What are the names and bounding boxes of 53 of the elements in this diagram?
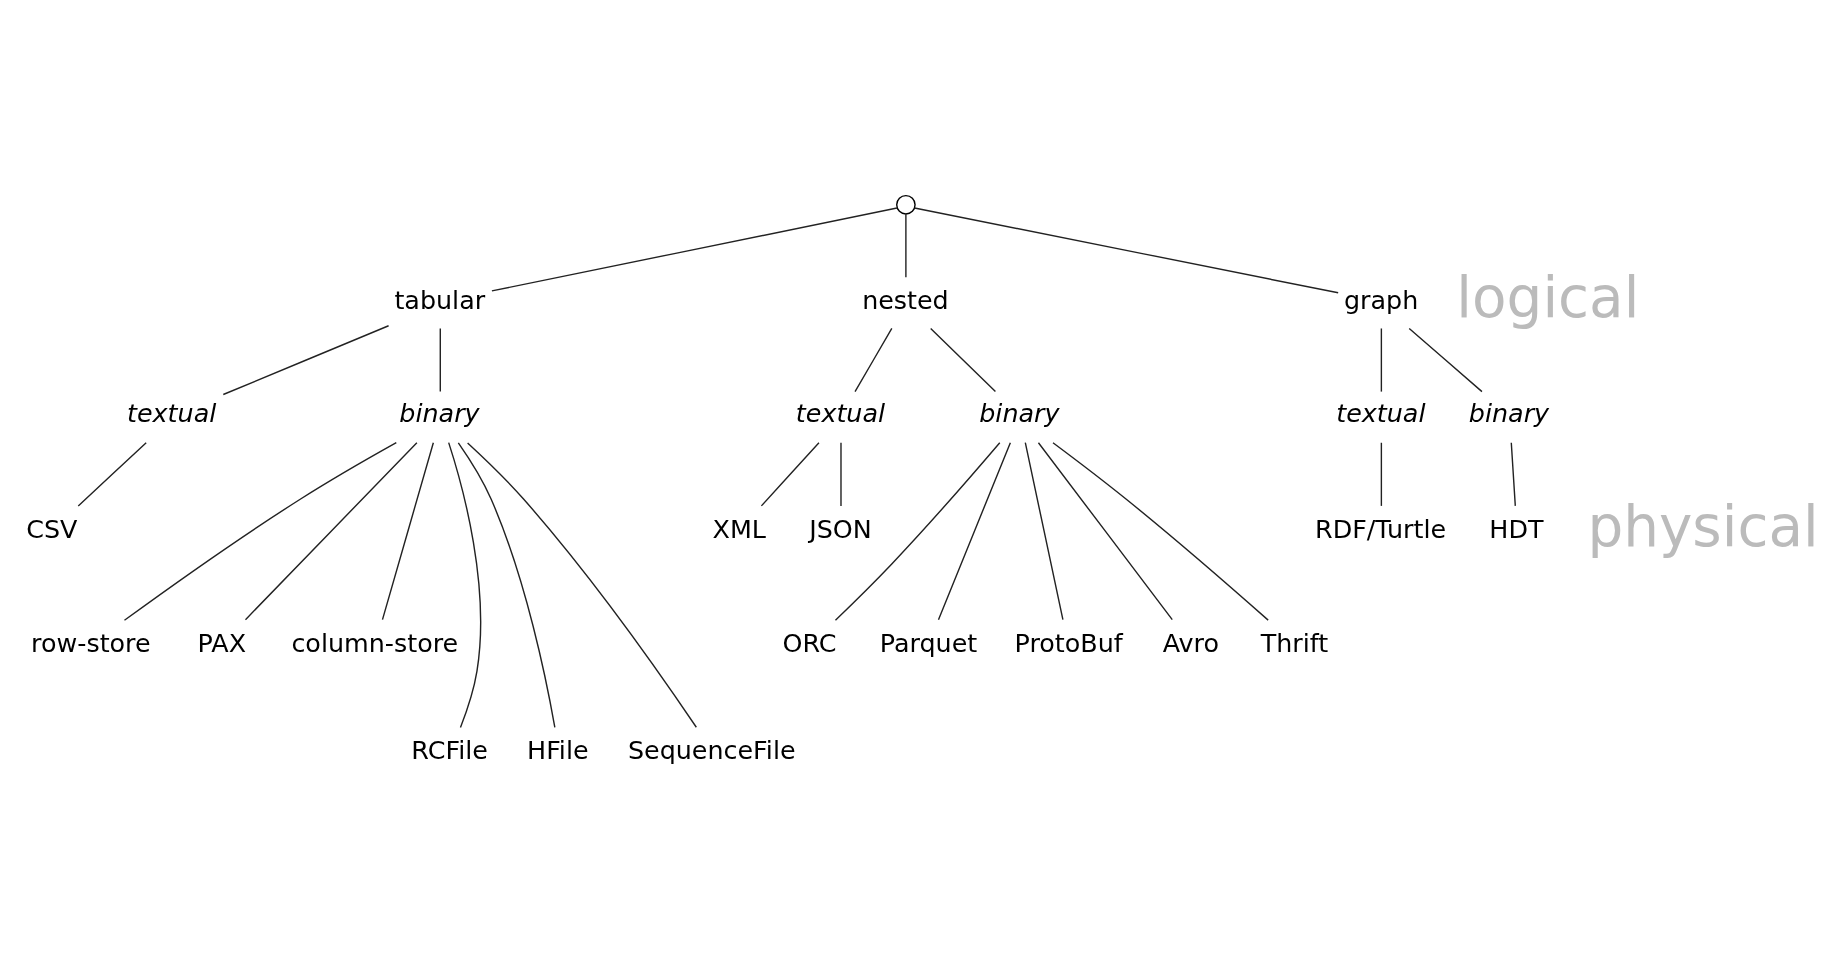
node-text: ProtoBuf (1014, 627, 1123, 658)
connector (466, 442, 698, 728)
node-text: Avro (1162, 627, 1219, 658)
connector (457, 442, 556, 729)
node-text: binary (399, 397, 480, 428)
connector (1024, 442, 1064, 621)
node-text: HDT (1489, 513, 1544, 544)
connector (491, 207, 898, 292)
node-text: row-store (31, 627, 151, 658)
connector (439, 327, 441, 393)
node-text: nested (862, 285, 949, 316)
connector (930, 327, 997, 393)
node-text: PAX (197, 627, 247, 658)
node-text: RCFile (411, 735, 488, 766)
connector (222, 325, 390, 396)
node-text: JSON (809, 513, 872, 544)
node-text: RDF/Turtle (1315, 513, 1447, 544)
node-text: CSV (26, 513, 78, 544)
connector (1380, 327, 1383, 393)
connector (381, 442, 435, 621)
connector (937, 442, 1012, 621)
node-text: graph (1343, 285, 1419, 316)
node-text: textual (1336, 397, 1426, 428)
connector (1510, 442, 1516, 507)
connector (1052, 442, 1269, 621)
connector (913, 207, 1339, 294)
connector (123, 441, 397, 621)
connector (244, 442, 418, 621)
label: logical (1456, 264, 1640, 330)
connector (854, 327, 893, 393)
node-text: SequenceFile (627, 735, 796, 766)
connector (1408, 327, 1483, 393)
connector (905, 213, 907, 278)
connector (760, 442, 820, 507)
node-text: Thrift (1260, 627, 1329, 658)
node-text: Parquet (879, 627, 978, 658)
connector (447, 441, 482, 729)
node-text: tabular (394, 285, 486, 316)
node-text: textual (795, 397, 886, 428)
connector (1380, 442, 1383, 507)
node-text: column-store (291, 627, 459, 658)
label: physical (1587, 493, 1819, 559)
node-text: textual (127, 397, 217, 428)
connector (840, 442, 842, 507)
node-text: XML (712, 513, 767, 544)
node-circle (896, 194, 916, 215)
node-text: ORC (782, 627, 837, 658)
connector (834, 442, 1001, 621)
connector (1037, 442, 1173, 621)
node-text: binary (979, 397, 1060, 428)
node-text: HFile (527, 735, 589, 766)
connector (77, 442, 147, 507)
node-text: binary (1468, 397, 1550, 428)
